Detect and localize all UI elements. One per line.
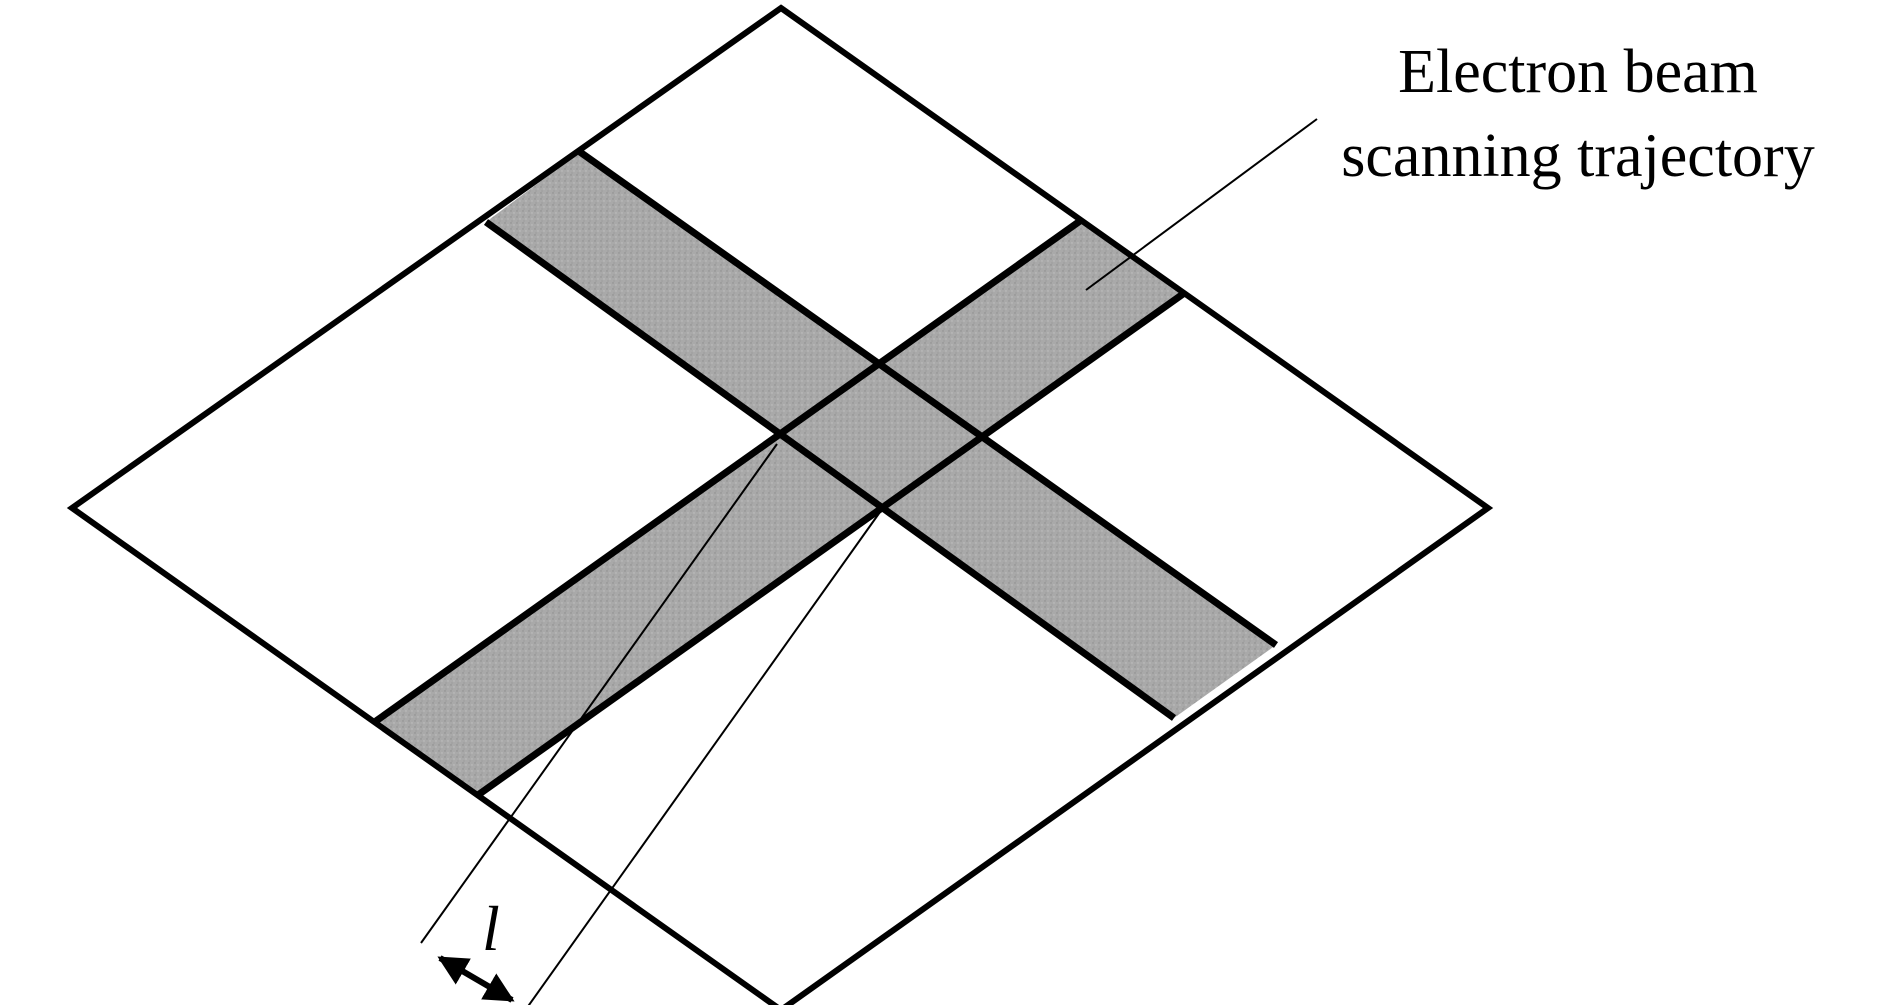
callout-label-line-1: Electron beam [1398, 38, 1758, 106]
band-edge-line [577, 149, 1279, 648]
sample-plate-outline [66, 4, 1494, 1005]
callout-label-line-2: scanning trajectory [1341, 122, 1814, 190]
band-edge-line [475, 291, 1186, 798]
band-edge-line [483, 219, 1177, 721]
width-dimension-arrow [437, 955, 515, 1003]
band-edge-line [373, 218, 1083, 724]
extension-line [420, 443, 778, 944]
scan-band-ascending [376, 221, 1183, 795]
width-dimension-label: l [482, 893, 500, 964]
callout-leader-line [1085, 118, 1318, 291]
extension-line [527, 511, 881, 1005]
